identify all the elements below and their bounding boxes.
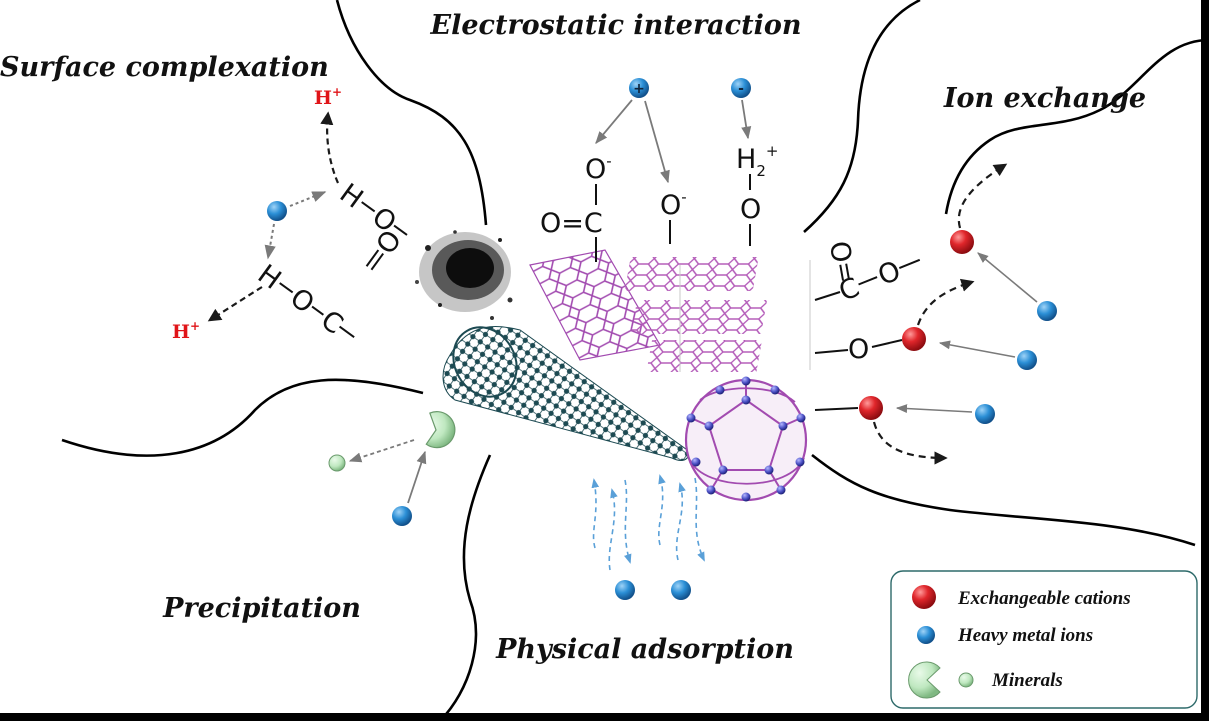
heavy-metal-ion-adsorbed-1 — [615, 580, 635, 600]
dividing-curves — [61, 0, 1209, 722]
mineral-release-arrow — [348, 439, 415, 463]
carbonyl-oxygen-carbon: O=C — [540, 208, 603, 239]
title-physical-adsorption: Physical adsorption — [495, 634, 794, 665]
curve-bottom-left — [439, 454, 492, 722]
carbonyl-upper-bond: O — [365, 225, 408, 271]
ion-exchange-carbonyl: O — [825, 238, 860, 281]
complexation-arrow-down — [264, 223, 276, 260]
exchangeable-cation-3 — [859, 396, 883, 420]
heavy-metal-anion — [731, 78, 751, 98]
heavy-metal-ion-exchange-2 — [1017, 350, 1037, 370]
heavy-metal-approach-arrow-2 — [938, 340, 1016, 358]
protonated-hydroxyl: H2+ — [736, 142, 778, 180]
curve-left-mid — [61, 378, 424, 457]
right-frame — [1201, 0, 1209, 721]
fullerene-cage — [684, 376, 808, 502]
curve-top-left — [335, 0, 488, 226]
proton-top-label: H+ — [314, 85, 342, 109]
red-sphere-icon — [912, 585, 936, 609]
curve-top-right — [803, 0, 921, 233]
bottom-frame — [0, 713, 1209, 721]
mineral-crystal — [425, 411, 456, 449]
legend-label-heavy-metal-ions: Heavy metal ions — [957, 625, 1093, 646]
heavy-metal-cation — [629, 78, 649, 98]
proton-release-arrow-bottom — [207, 286, 263, 322]
precipitation-group — [328, 411, 456, 526]
exchangeable-cation-1 — [950, 230, 974, 254]
mineral-particle-icon — [958, 672, 974, 688]
legend-label-minerals: Minerals — [991, 670, 1063, 691]
exchangeable-cation-2 — [902, 327, 926, 351]
anion-sign: - — [738, 81, 744, 97]
mineral-particle — [328, 454, 346, 472]
hydroxyl-oxide: O- — [660, 188, 687, 221]
title-ion-exchange: Ion exchange — [943, 83, 1146, 114]
surface-complexation-group: H+ H+ H O H O C O — [172, 85, 408, 343]
carbon-nanotube — [442, 326, 691, 461]
layered-graphite — [624, 257, 811, 372]
curve-bottom-right — [811, 453, 1196, 547]
proton-release-arrow-top — [320, 111, 340, 184]
mineral-pacman-icon — [908, 661, 941, 699]
complexation-arrow-right — [289, 191, 327, 207]
carboxylate-oxygen: O- — [585, 152, 612, 185]
legend-label-exchangeable-cations: Exchangeable cations — [957, 588, 1131, 609]
biochar-particle — [415, 230, 513, 320]
ion-exchange-group: C O O O — [814, 163, 1057, 465]
svg-text:H: H — [334, 178, 369, 215]
title-electrostatic-interaction: Electrostatic interaction — [430, 10, 802, 41]
ion-exchange-oxygen: O — [848, 334, 869, 365]
legend: Exchangeable cations Heavy metal ions Mi… — [890, 570, 1198, 709]
cation-release-arrow-2 — [916, 278, 975, 326]
cation-release-arrow-1 — [957, 163, 1008, 229]
heavy-metal-ion-adsorbed-2 — [671, 580, 691, 600]
heavy-metal-ion-precipitation — [392, 506, 412, 526]
blue-sphere-icon — [917, 626, 935, 644]
carboxyl-group-lower: H O C — [252, 259, 355, 341]
electrostatic-arrow-carboxyl — [595, 99, 633, 144]
heavy-metal-ion-exchange-3 — [975, 404, 995, 424]
title-surface-complexation: Surface complexation — [0, 52, 329, 83]
electrostatic-arrow-protonated — [741, 99, 752, 140]
electrostatic-arrow-hydroxyl — [644, 100, 670, 184]
electrostatic-group: + - O- O=C O- H2+ O — [540, 78, 778, 262]
protonated-oxygen: O — [740, 194, 761, 225]
proton-bottom-label: H+ — [172, 319, 200, 343]
cation-release-arrow-3 — [872, 421, 948, 465]
heavy-metal-ion-complexation — [267, 201, 287, 221]
heavy-metal-approach-arrow-1 — [977, 252, 1038, 303]
svg-text:O: O — [825, 238, 859, 264]
svg-text:O: O — [874, 255, 905, 292]
curve-right-top — [944, 38, 1209, 215]
title-precipitation: Precipitation — [162, 593, 361, 624]
cation-sign: + — [633, 81, 645, 97]
heavy-metal-approach-arrow-3 — [895, 404, 973, 414]
physical-adsorption-group — [591, 474, 705, 571]
svg-text:C: C — [315, 305, 348, 341]
svg-text:O: O — [284, 282, 319, 320]
precipitation-arrow — [407, 450, 427, 504]
heavy-metal-ion-exchange-1 — [1037, 301, 1057, 321]
